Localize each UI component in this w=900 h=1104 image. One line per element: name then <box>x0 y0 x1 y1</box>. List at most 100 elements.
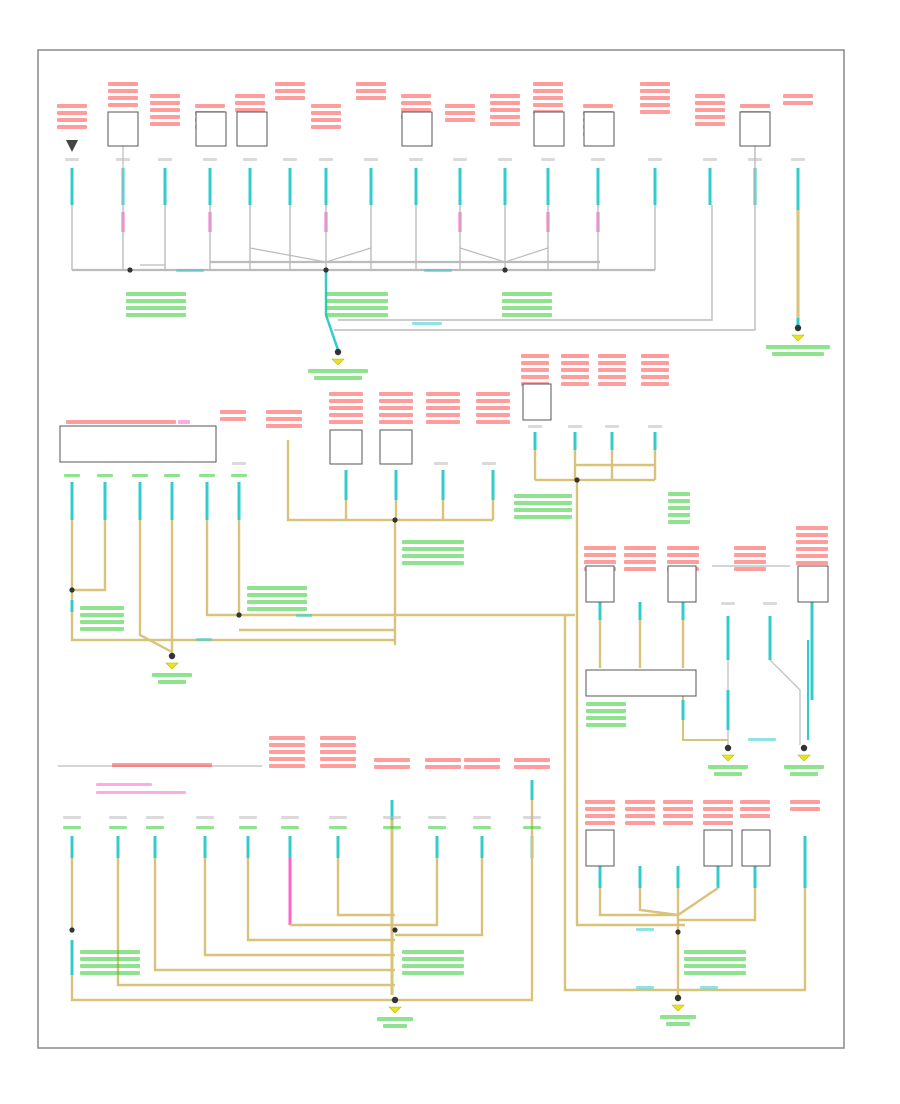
ground-g4 <box>724 744 732 752</box>
component-label <box>476 413 510 417</box>
component-label <box>734 567 766 571</box>
component-label <box>266 410 302 414</box>
wire <box>395 858 439 927</box>
connector-box-icon <box>379 429 413 465</box>
wire-layer <box>58 146 814 1002</box>
ground-label <box>684 971 746 975</box>
component-label <box>108 96 138 100</box>
component-label <box>426 406 460 410</box>
component-label <box>374 765 410 769</box>
wire <box>459 247 549 263</box>
wire-label <box>412 322 442 325</box>
component-label <box>796 547 828 551</box>
connector-box-icon <box>195 111 227 147</box>
splice-dot-icon <box>392 927 398 933</box>
wire <box>286 440 493 522</box>
splice-dot-icon <box>236 612 242 618</box>
splice-dot-icon <box>502 267 508 273</box>
component-label <box>476 420 510 424</box>
pin-label <box>523 816 541 819</box>
wire <box>70 612 172 642</box>
ground-label <box>126 313 186 317</box>
component-label <box>311 118 341 122</box>
pin-label <box>116 158 130 161</box>
wire-label <box>176 269 204 272</box>
ground-label <box>586 702 626 706</box>
wire-label <box>636 986 654 989</box>
splice-dot-icon <box>127 267 133 273</box>
ground-label <box>402 950 464 954</box>
splice-dot-icon <box>69 927 75 933</box>
component-label <box>561 382 589 386</box>
component-label <box>740 807 770 811</box>
component-label <box>796 533 828 537</box>
component-label <box>740 814 770 818</box>
component-label <box>695 122 725 126</box>
ground-label <box>126 292 186 296</box>
component-label <box>663 821 693 825</box>
pin-label <box>64 474 80 477</box>
component-label <box>533 89 563 93</box>
pin-label <box>329 826 347 829</box>
pin-label <box>523 826 541 829</box>
component-label <box>598 382 626 386</box>
component-label <box>641 375 669 379</box>
ground-label <box>80 950 140 954</box>
connector-box-icon <box>585 565 615 603</box>
component-label <box>379 420 413 424</box>
pin-label <box>473 826 491 829</box>
component-label <box>476 399 510 403</box>
pin-label <box>63 826 81 829</box>
component-label <box>641 361 669 365</box>
component-label <box>66 420 176 424</box>
ground-layer <box>69 267 811 1014</box>
module-box <box>59 425 217 463</box>
pin-label <box>164 474 180 477</box>
component-label <box>663 800 693 804</box>
component-label <box>695 101 725 105</box>
ground-label <box>660 1015 696 1019</box>
connector-box-icon <box>329 429 363 465</box>
component-label <box>425 765 461 769</box>
component-label <box>311 125 341 129</box>
wire <box>563 615 680 992</box>
component-label <box>235 101 265 105</box>
component-label <box>96 791 186 794</box>
pin-label <box>528 425 542 428</box>
component-label <box>269 743 305 747</box>
ground-label <box>402 540 464 544</box>
component-label <box>598 354 626 358</box>
wire <box>246 858 395 942</box>
ground-label <box>668 492 690 496</box>
component-label <box>329 406 363 410</box>
component-label <box>663 814 693 818</box>
component-label <box>667 553 699 557</box>
component-label <box>561 368 589 372</box>
pin-label <box>473 816 491 819</box>
wire <box>70 858 534 1002</box>
wire <box>72 520 107 592</box>
ground-symbol-icon <box>331 358 345 366</box>
ground-label <box>80 971 140 975</box>
component-label <box>734 546 766 550</box>
component-label <box>269 764 305 768</box>
pin-label <box>364 158 378 161</box>
component-label <box>667 560 699 564</box>
component-label <box>521 354 549 358</box>
component-label <box>624 567 656 571</box>
ground-label <box>80 620 124 624</box>
wire-label <box>700 986 718 989</box>
component-label <box>640 110 670 114</box>
component-label <box>275 89 305 93</box>
component-label <box>790 807 820 811</box>
wire-label <box>296 614 312 617</box>
component-label <box>401 101 431 105</box>
component-label <box>740 104 770 108</box>
ground-symbol-icon <box>388 1006 402 1014</box>
ground-label <box>247 607 307 611</box>
wire <box>598 887 719 917</box>
splice-dot-icon <box>323 267 329 273</box>
component-label <box>320 750 356 754</box>
wire <box>678 888 757 922</box>
wire <box>249 247 372 263</box>
